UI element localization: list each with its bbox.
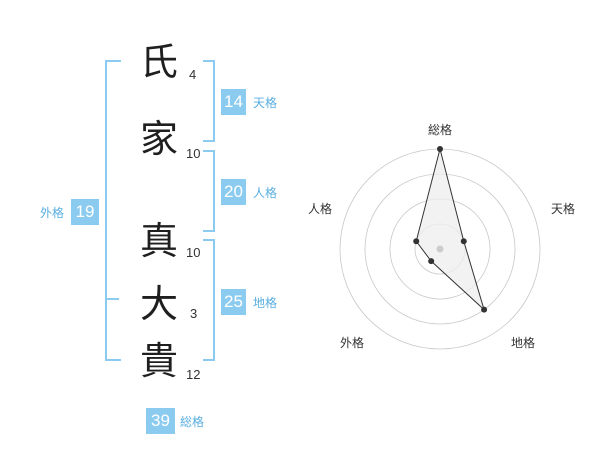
tenkaku-value: 14 bbox=[221, 89, 246, 115]
gaikaku-bracket bbox=[105, 60, 121, 361]
char-1-strokes: 4 bbox=[189, 67, 197, 82]
jinkaku-bracket bbox=[203, 150, 215, 232]
chikaku-bracket bbox=[203, 239, 215, 361]
tenkaku-bracket bbox=[203, 60, 215, 142]
char-2: 家 bbox=[140, 117, 179, 161]
tenkaku-label: 天格 bbox=[253, 96, 278, 110]
gaikaku-label: 外格 bbox=[40, 206, 65, 220]
char-1: 氏 bbox=[140, 40, 179, 84]
char-5: 貴 bbox=[140, 339, 179, 383]
gaikaku-bracket-tick bbox=[105, 298, 119, 300]
axis-label-jinkaku: 人格 bbox=[308, 201, 332, 216]
soukaku-label: 総格 bbox=[180, 415, 205, 429]
soukaku-value: 39 bbox=[146, 408, 175, 434]
axis-label-gaikaku: 外格 bbox=[340, 335, 364, 350]
jinkaku-value: 20 bbox=[221, 179, 246, 205]
radar-point-0 bbox=[437, 146, 443, 152]
char-3-strokes: 10 bbox=[186, 245, 201, 260]
radar-point-4 bbox=[413, 238, 420, 245]
char-2-strokes: 10 bbox=[186, 146, 201, 161]
chikaku-value: 25 bbox=[221, 289, 246, 315]
char-4-strokes: 3 bbox=[190, 306, 198, 321]
gaikaku-value: 19 bbox=[71, 199, 99, 225]
radar-center bbox=[436, 245, 444, 253]
char-5-strokes: 12 bbox=[186, 367, 201, 382]
radar-polygon bbox=[415, 148, 486, 312]
char-3: 真 bbox=[140, 219, 179, 263]
axis-label-soukaku: 総格 bbox=[428, 122, 452, 137]
radar-point-3 bbox=[428, 258, 435, 265]
radar-point-1 bbox=[460, 238, 467, 245]
radar-point-2 bbox=[481, 306, 488, 313]
axis-label-chikaku: 地格 bbox=[511, 335, 535, 350]
axis-label-tenkaku: 天格 bbox=[551, 201, 575, 216]
char-4: 大 bbox=[140, 282, 179, 326]
chikaku-label: 地格 bbox=[253, 296, 278, 310]
jinkaku-label: 人格 bbox=[253, 186, 278, 200]
